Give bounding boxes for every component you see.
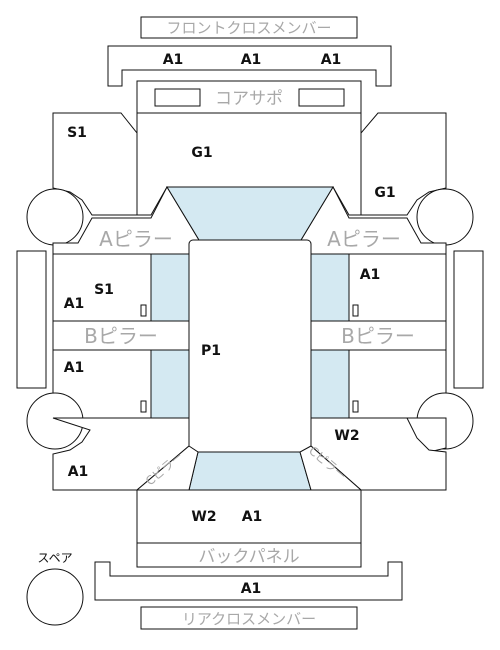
back-panel[interactable] [136, 542, 362, 568]
right-front-handle[interactable] [352, 304, 359, 317]
front-right-wheel[interactable] [416, 188, 474, 246]
right-headlight[interactable] [298, 88, 345, 107]
spare-tire[interactable] [26, 568, 84, 626]
a-pillar-left-label: Aピラー [99, 227, 173, 251]
b-pillar-left-label: Bピラー [84, 324, 158, 348]
front-right-fender[interactable] [360, 112, 447, 216]
trunk-code-1: W2 [191, 509, 216, 525]
back-panel-label: バックパネル [198, 547, 299, 567]
b-pillar-right[interactable] [310, 320, 447, 351]
front-member-code-1: A1 [163, 52, 184, 68]
b-pillar-left[interactable] [52, 320, 190, 351]
hood-code: G1 [191, 145, 212, 161]
right-front-door-code: A1 [360, 267, 381, 283]
roof-code: P1 [201, 343, 221, 359]
left-side-step[interactable] [16, 250, 47, 389]
left-front-door-code-b: A1 [64, 296, 85, 312]
rear-window[interactable] [188, 451, 312, 491]
right-rear-handle[interactable] [352, 400, 359, 413]
rear-cross-member-box[interactable] [140, 606, 358, 630]
right-rear-door-code: W2 [334, 428, 359, 444]
front-left-wheel[interactable] [26, 188, 84, 246]
rear-member-code: A1 [241, 581, 262, 597]
right-rear-window[interactable] [310, 349, 350, 419]
front-cross-member-box[interactable] [140, 16, 358, 39]
rear-cross-member[interactable] [94, 561, 403, 601]
front-cross-member-label: フロントクロスメンバー [166, 19, 331, 37]
left-front-window[interactable] [150, 253, 190, 322]
front-member-code-2: A1 [241, 52, 262, 68]
front-member-code-3: A1 [321, 52, 342, 68]
left-front-handle[interactable] [140, 304, 147, 317]
left-rear-window[interactable] [150, 349, 190, 419]
left-front-door-code-a: S1 [94, 282, 114, 298]
front-left-fender-code: S1 [67, 125, 87, 141]
left-quarter-panel[interactable] [52, 417, 190, 491]
b-pillar-right-label: Bピラー [341, 324, 415, 348]
left-quarter-code: A1 [68, 464, 89, 480]
a-pillar-right-label: Aピラー [327, 227, 401, 251]
left-rear-handle[interactable] [140, 400, 147, 413]
trunk[interactable] [136, 489, 362, 544]
left-headlight[interactable] [154, 88, 201, 107]
right-front-window[interactable] [310, 253, 350, 322]
core-support-label: コアサポ [215, 89, 283, 109]
right-side-step[interactable] [453, 250, 484, 389]
spare-label: スペア [37, 551, 72, 565]
front-cross-member[interactable] [107, 45, 392, 87]
left-rear-door-code: A1 [64, 360, 85, 376]
front-right-fender-code: G1 [374, 185, 395, 201]
rear-cross-member-label: リアクロスメンバー [182, 610, 316, 628]
trunk-code-2: A1 [242, 509, 263, 525]
